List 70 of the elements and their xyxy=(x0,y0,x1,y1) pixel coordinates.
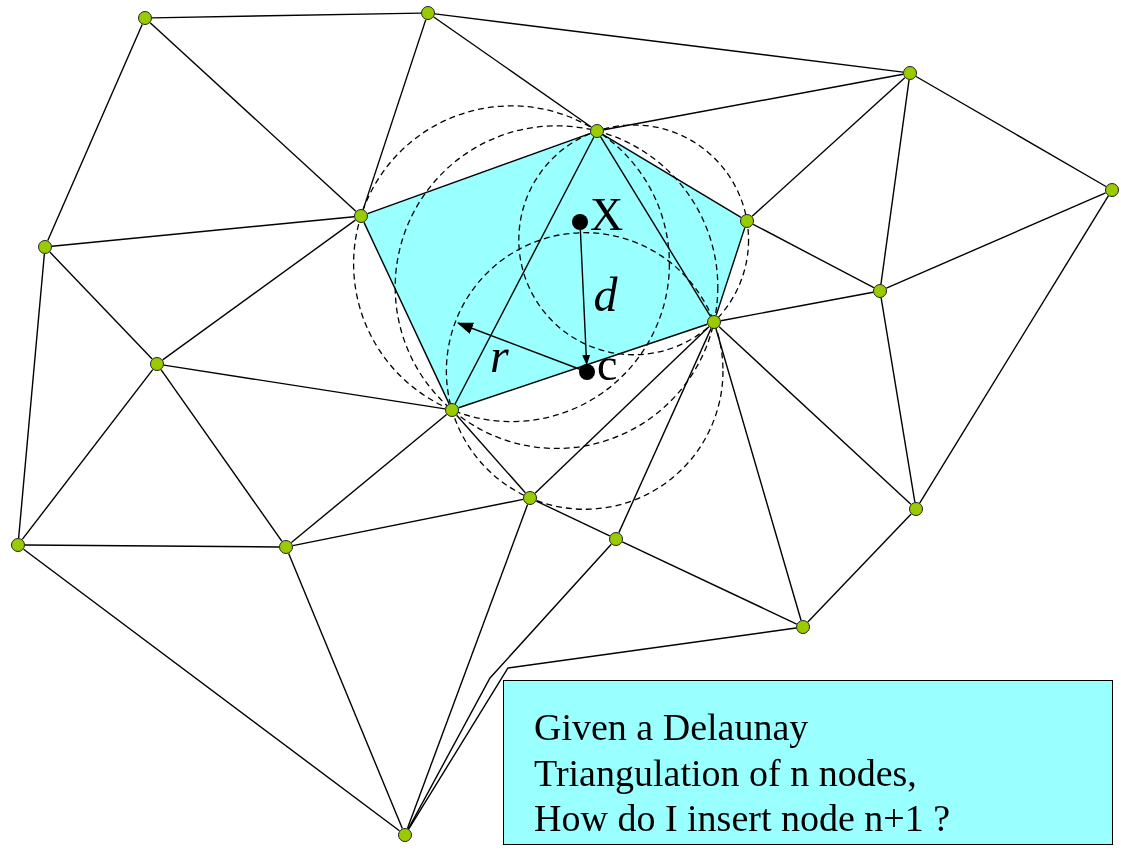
connector-line xyxy=(17,253,46,539)
vertex-dot xyxy=(909,502,923,516)
edge-label: d xyxy=(593,271,618,319)
connector-line xyxy=(718,326,912,505)
connector-line xyxy=(49,251,153,360)
vertex-dot xyxy=(445,403,459,417)
connector-line xyxy=(621,541,798,625)
connector-line xyxy=(880,79,910,285)
connector-line xyxy=(434,13,904,73)
connector-line xyxy=(455,414,527,494)
connector-line xyxy=(287,552,404,830)
vertex-dot xyxy=(796,620,810,634)
radius-label: r xyxy=(490,332,509,380)
connector-line xyxy=(535,500,611,537)
connector-line xyxy=(534,326,710,494)
vertex-dot xyxy=(279,540,293,554)
connector-line xyxy=(366,132,592,215)
connector-line xyxy=(151,12,422,19)
connector-line xyxy=(433,16,592,128)
connector-line xyxy=(715,226,746,317)
connector-line xyxy=(22,548,401,832)
vertex-dot xyxy=(38,240,52,254)
connector-line xyxy=(880,297,916,503)
vertex-dot xyxy=(138,11,152,25)
connector-line xyxy=(163,364,446,410)
vertex-dot xyxy=(740,214,754,228)
connector-line xyxy=(457,323,709,409)
vertex-dot xyxy=(421,6,435,20)
connector-line xyxy=(292,498,524,547)
vertex-dot xyxy=(873,284,887,298)
point-label: c xyxy=(597,342,618,388)
connector-line xyxy=(618,327,712,534)
connector-line xyxy=(21,368,154,541)
vertex-dot xyxy=(903,66,917,80)
connector-line xyxy=(715,328,802,621)
connector-line xyxy=(290,413,448,544)
vertex-dot xyxy=(609,532,623,546)
text-box xyxy=(503,680,1113,845)
vertex-dot xyxy=(150,357,164,371)
vertex-dot xyxy=(11,538,25,552)
connector-line xyxy=(918,195,1110,504)
connector-line xyxy=(751,77,906,217)
connector-line xyxy=(51,216,355,247)
connector-line xyxy=(599,136,712,317)
arrow xyxy=(579,229,591,365)
connector-line xyxy=(24,544,280,548)
vertex-dot xyxy=(590,124,604,138)
connector-line xyxy=(160,369,283,542)
connector-line xyxy=(752,223,875,289)
connector-line xyxy=(454,136,595,405)
connector-line xyxy=(720,291,874,322)
connector-line xyxy=(406,503,529,830)
connector-line xyxy=(603,73,904,131)
connector-line xyxy=(885,192,1107,289)
connector-line xyxy=(602,133,742,219)
vertex-dot xyxy=(523,491,537,505)
question-text: Given a Delaunay Triangulation of n nodes, How do I insert node n+1 ? xyxy=(534,705,952,842)
vertex-dot xyxy=(1105,183,1119,197)
connector-line xyxy=(149,22,357,212)
connector-line xyxy=(363,221,450,405)
connector-line xyxy=(807,513,912,623)
vertex-dot xyxy=(354,209,368,223)
vertex-dot xyxy=(398,828,412,842)
point-label: X xyxy=(590,192,624,238)
connector-line xyxy=(915,75,1107,188)
connector-line xyxy=(47,23,143,242)
connector-line xyxy=(161,219,357,361)
connector-line xyxy=(362,18,427,211)
connector-line xyxy=(407,543,612,830)
connector-line xyxy=(407,627,797,830)
